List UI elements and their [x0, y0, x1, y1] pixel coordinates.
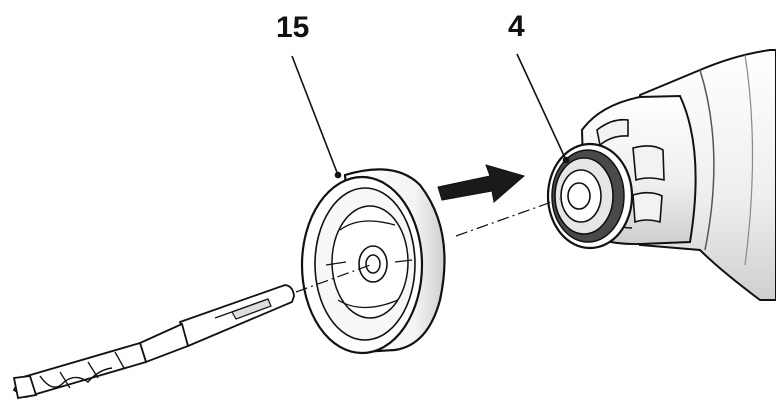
- tool-chuck-icon: [546, 49, 776, 301]
- leader-4: [516, 53, 567, 161]
- axis-line: [295, 198, 561, 293]
- leader-15: [291, 55, 339, 176]
- dust-cap-icon: [300, 168, 446, 355]
- insertion-arrow-icon: [437, 164, 526, 203]
- callout-label-15: 15: [276, 11, 310, 44]
- drill-bit-icon: [12, 284, 295, 400]
- leader-lines: [291, 53, 570, 179]
- callout-label-4: 4: [508, 10, 525, 43]
